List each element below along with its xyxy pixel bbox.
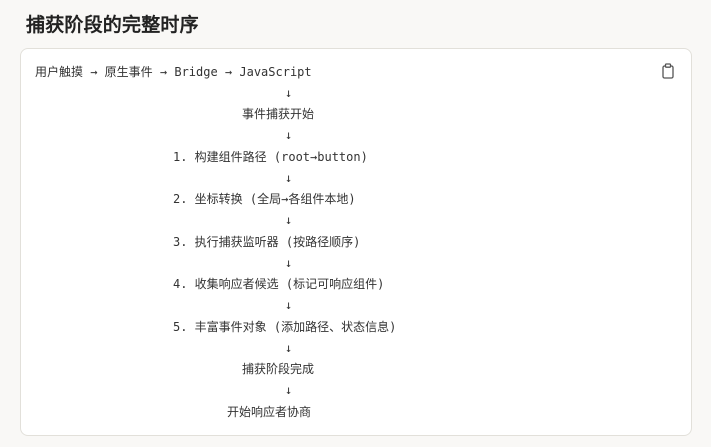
- code-line-negotiation: 开始响应者协商: [227, 405, 312, 419]
- code-line-capture-complete: 捕获阶段完成: [242, 362, 315, 376]
- copy-button[interactable]: [661, 63, 675, 79]
- code-line-arrow: ↓: [285, 383, 293, 397]
- code-line-step-1: 1. 构建组件路径 (root→button): [173, 150, 368, 164]
- code-line-step-3: 3. 执行捕获监听器 (按路径顺序): [173, 235, 361, 249]
- code-line-arrow: ↓: [285, 256, 293, 270]
- section-heading: 捕获阶段的完整时序: [26, 14, 199, 36]
- code-line-capture-start: 事件捕获开始: [242, 107, 315, 121]
- code-line-arrow: ↓: [285, 86, 293, 100]
- code-content: 用户触摸 → 原生事件 → Bridge → JavaScript ↓ 事件捕获…: [21, 49, 691, 435]
- clipboard-icon[interactable]: [661, 63, 675, 79]
- code-line-flow: 用户触摸 → 原生事件 → Bridge → JavaScript: [35, 65, 312, 79]
- code-line-arrow: ↓: [285, 213, 293, 227]
- code-line-arrow: ↓: [285, 341, 293, 355]
- code-line-arrow: ↓: [285, 298, 293, 312]
- code-line-arrow: ↓: [285, 128, 293, 142]
- code-line-step-2: 2. 坐标转换 (全局→各组件本地): [173, 192, 356, 206]
- code-line-arrow: ↓: [285, 171, 293, 185]
- code-block: 用户触摸 → 原生事件 → Bridge → JavaScript ↓ 事件捕获…: [20, 48, 692, 436]
- code-line-step-4: 4. 收集响应者候选 (标记可响应组件): [173, 277, 385, 291]
- code-line-step-5: 5. 丰富事件对象 (添加路径、状态信息): [173, 320, 397, 334]
